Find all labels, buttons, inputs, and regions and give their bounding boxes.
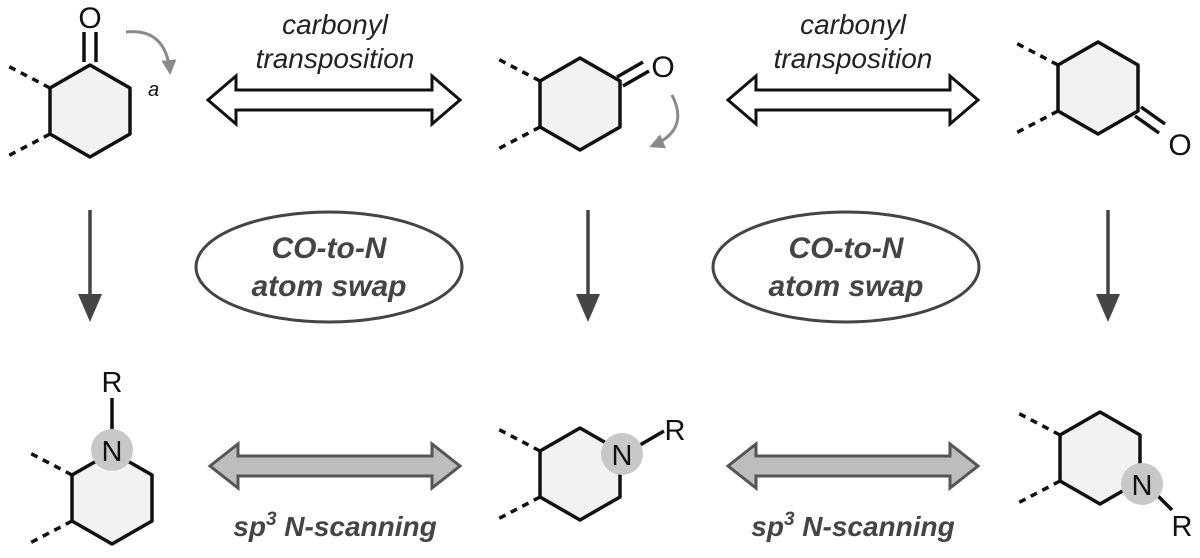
ketone-1: O a: [7, 2, 177, 159]
curved-arrow: [125, 30, 177, 75]
substituent-bond: [497, 495, 541, 521]
n-scanning-arrow-1: sp3 N-scanning: [207, 440, 463, 542]
oval-label-line2: atom swap: [251, 270, 406, 303]
reaction-arrow-2: [576, 210, 600, 322]
oxygen-atom: O: [1168, 129, 1191, 162]
substituent-bond: [7, 132, 51, 158]
substituent-bond: [1015, 109, 1059, 135]
oval-label-line1: CO-to-N: [789, 232, 905, 265]
substituent-bond: [7, 64, 51, 90]
transposition-arrow-2: carbonyl transposition: [725, 9, 981, 128]
ketone-2: O: [497, 51, 680, 152]
substituent-bond: [1015, 41, 1059, 67]
transposition-arrow-1: carbonyl transposition: [205, 9, 463, 128]
substituent-bond: [29, 519, 73, 545]
piperidine-3: N R: [1017, 410, 1193, 543]
oval-label-line1: CO-to-N: [272, 232, 388, 265]
oxygen-atom: O: [78, 2, 101, 35]
piperidine-2: N R: [497, 415, 686, 522]
substituent-bond: [1017, 411, 1061, 437]
curved-arrow: [649, 94, 680, 149]
piperidine-1: N R: [29, 367, 154, 546]
nitrogen-atom: N: [612, 440, 633, 472]
reaction-arrow-3: [1096, 210, 1120, 322]
oval-label-line2: atom swap: [768, 270, 923, 303]
r-group: R: [102, 367, 123, 399]
nitrogen-atom: N: [102, 436, 123, 468]
r-group: R: [1172, 511, 1193, 543]
substituent-bond: [497, 125, 541, 151]
bond-label-a: a: [148, 79, 159, 101]
r-group: R: [665, 415, 686, 447]
n-scanning-arrow-2: sp3 N-scanning: [725, 440, 981, 542]
ketone-3: O: [1015, 40, 1192, 162]
substituent-bond: [1017, 479, 1061, 505]
atom-swap-oval-1: CO-to-N atom swap: [194, 210, 464, 324]
transposition-label-line2: transposition: [774, 43, 933, 74]
atom-swap-oval-2: CO-to-N atom swap: [711, 210, 981, 324]
transposition-label-line2: transposition: [256, 43, 415, 74]
substituent-bond: [29, 451, 73, 477]
n-scanning-label: sp3 N-scanning: [233, 509, 437, 542]
reaction-arrow-1: [78, 210, 102, 322]
oxygen-atom: O: [651, 51, 674, 84]
transposition-label-line1: carbonyl: [800, 9, 907, 40]
n-scanning-label: sp3 N-scanning: [751, 509, 955, 542]
nitrogen-atom: N: [1132, 470, 1153, 502]
substituent-bond: [497, 427, 541, 453]
transposition-label-line1: carbonyl: [282, 9, 389, 40]
substituent-bond: [497, 57, 541, 83]
